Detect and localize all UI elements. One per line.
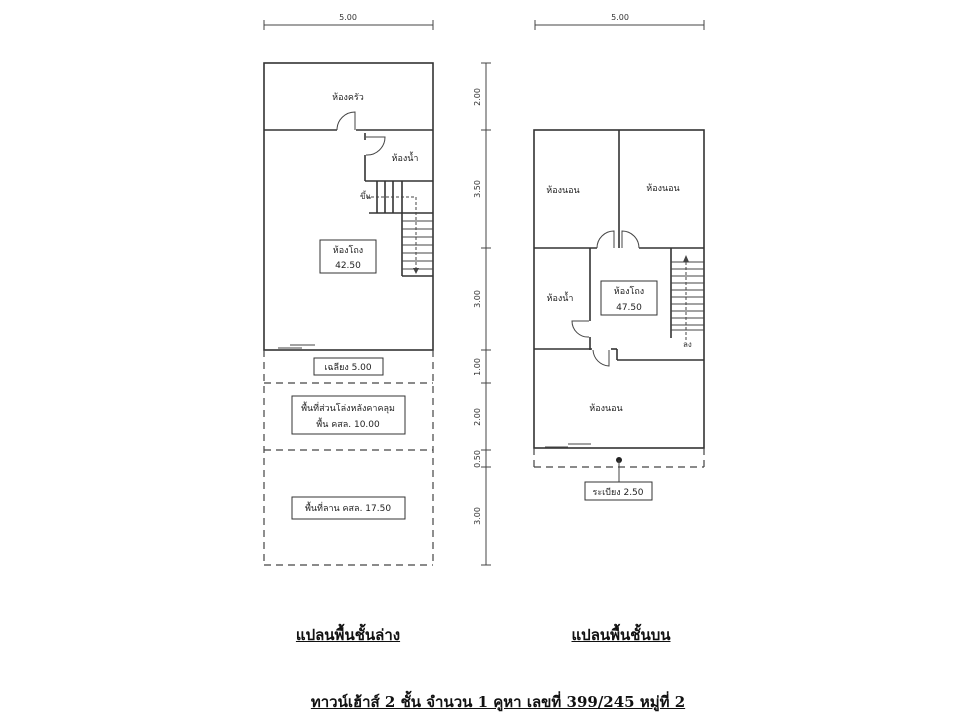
- vertical-dimension: 2.00 3.50 3.00 1.00 2.00 0.50 3.00: [473, 62, 491, 566]
- drawing-caption: ทาวน์เฮ้าส์ 2 ชั้น จำนวน 1 คูหา เลขที่ 3…: [310, 693, 686, 711]
- room-label-bathroom: ห้องน้ำ: [392, 151, 419, 164]
- svg-text:ขึ้น: ขึ้น: [360, 190, 371, 201]
- svg-text:ลง: ลง: [683, 340, 692, 349]
- hall-area: 42.50: [335, 261, 361, 271]
- room-label-hall: ห้องโถง: [614, 286, 644, 297]
- upper-floor-plan: ลง ห้องนอน ห้องนอน ห้องน้ำ ห้องโถง 47.50…: [533, 129, 705, 501]
- arrow-up-icon: [683, 255, 689, 262]
- yard-label: พื้นที่ลาน คสล. 17.50: [305, 501, 391, 514]
- dimension-label: 5.00: [611, 13, 629, 22]
- door-icon: [592, 349, 610, 367]
- door-icon: [571, 320, 590, 338]
- porch-label: เฉลียง 5.00: [324, 362, 372, 373]
- svg-text:3.50: 3.50: [473, 180, 482, 198]
- svg-text:3.00: 3.00: [473, 290, 482, 308]
- ground-floor-title: แปลนพื้นชั้นล่าง: [295, 626, 401, 644]
- dimension-label: 5.00: [339, 13, 357, 22]
- covered-area-label: พื้นที่ส่วนโล่งหลังคาคลุม: [301, 401, 395, 414]
- svg-text:0.50: 0.50: [473, 450, 482, 468]
- upper-width-dimension: 5.00: [534, 13, 705, 30]
- ground-floor-plan: ขึ้น ห้องครัว ห้องน้ำ ห้องโถง 42.50 เฉลี…: [263, 62, 434, 566]
- covered-area-value: พื้น คสล. 10.00: [316, 417, 380, 430]
- door-icon: [336, 111, 356, 131]
- room-label-bathroom: ห้องน้ำ: [547, 291, 574, 304]
- balcony-label: ระเบียง 2.50: [592, 487, 643, 498]
- staircase: ลง: [670, 248, 704, 349]
- room-label-kitchen: ห้องครัว: [332, 92, 364, 103]
- staircase: ขึ้น: [360, 181, 433, 277]
- room-label-bedroom-2: ห้องนอน: [646, 183, 679, 194]
- room-label-hall: ห้องโถง: [333, 245, 363, 256]
- upper-floor-title: แปลนพื้นชั้นบน: [571, 626, 671, 644]
- door-icon: [621, 230, 640, 249]
- door-icon: [365, 136, 386, 156]
- room-label-bedroom-3: ห้องนอน: [589, 403, 622, 414]
- svg-text:1.00: 1.00: [473, 358, 482, 376]
- svg-text:3.00: 3.00: [473, 507, 482, 525]
- hall-area: 47.50: [616, 303, 642, 313]
- svg-text:2.00: 2.00: [473, 408, 482, 426]
- room-label-bedroom-1: ห้องนอน: [546, 185, 579, 196]
- svg-text:2.00: 2.00: [473, 88, 482, 106]
- ground-width-dimension: 5.00: [263, 13, 434, 30]
- door-icon: [596, 230, 615, 249]
- arrow-down-icon: [413, 268, 419, 274]
